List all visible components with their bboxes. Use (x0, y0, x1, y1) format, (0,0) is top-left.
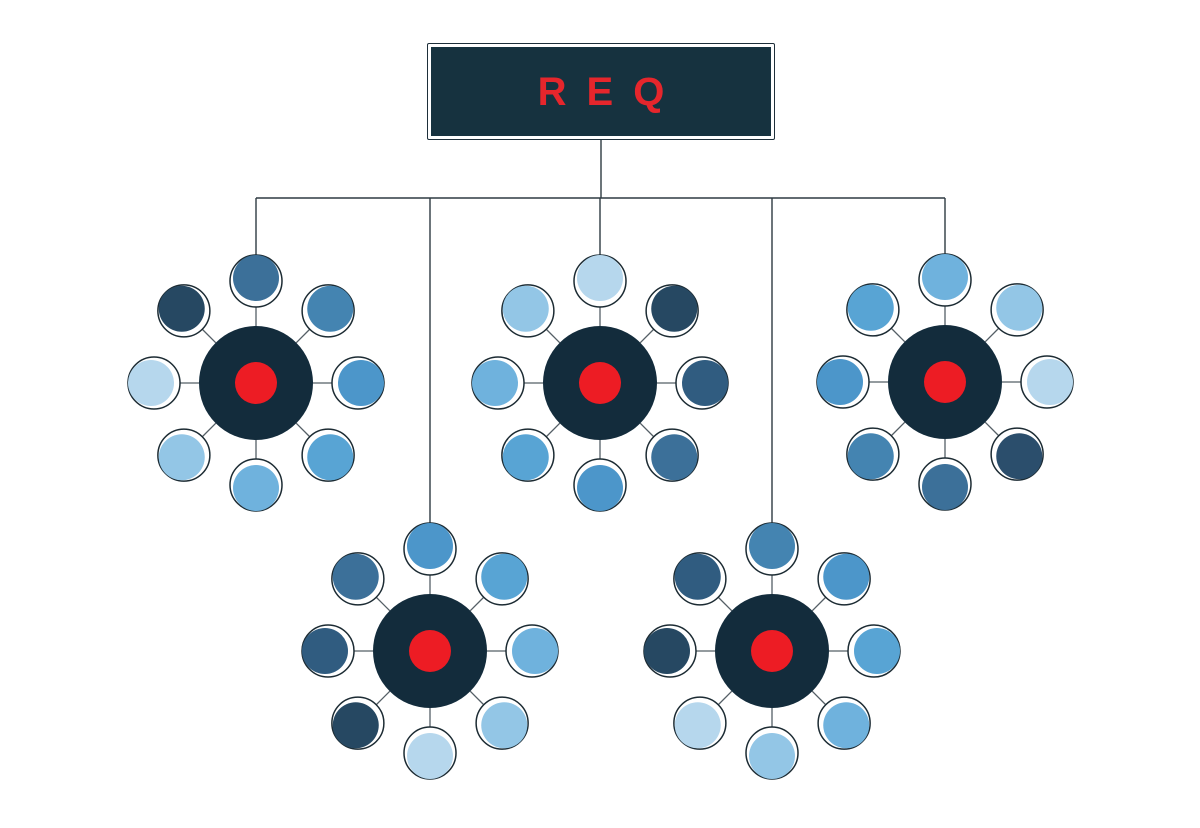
satellite-node (644, 628, 690, 674)
satellite-node (158, 285, 205, 332)
satellite-node (481, 553, 528, 600)
spoke-line (639, 328, 655, 344)
spoke-line (201, 422, 217, 438)
satellite-node (996, 433, 1043, 480)
cluster-5 (643, 522, 901, 780)
tree-connectors (255, 140, 946, 523)
satellite-node (823, 553, 870, 600)
spoke-line (201, 328, 217, 344)
spoke-line (375, 596, 391, 612)
req-root-node: REQ (427, 43, 775, 140)
satellite-node (512, 628, 558, 674)
spoke-line (545, 422, 561, 438)
hub-center-dot (924, 361, 966, 403)
satellite-node (338, 360, 384, 406)
satellite-node (996, 284, 1043, 331)
spoke-line (890, 421, 906, 437)
satellite-node (577, 255, 623, 301)
satellite-node (922, 464, 968, 510)
satellite-node (749, 523, 795, 569)
req-root-label: REQ (537, 69, 685, 114)
satellite-node (407, 523, 453, 569)
spoke-line (295, 422, 311, 438)
satellite-node (307, 285, 354, 332)
spoke-line (890, 327, 906, 343)
spoke-line (639, 422, 655, 438)
cluster-4 (301, 522, 559, 780)
satellite-node (749, 733, 795, 779)
cluster-3 (816, 253, 1074, 511)
cluster-1 (127, 254, 385, 512)
hub-center-dot (235, 362, 277, 404)
satellite-node (1027, 359, 1073, 405)
spoke-line (717, 596, 733, 612)
satellite-node (502, 434, 549, 481)
req-root-node-inner: REQ (431, 47, 771, 136)
satellite-node (233, 465, 279, 511)
satellite-node (651, 434, 698, 481)
spoke-line (984, 421, 1000, 437)
satellite-node (472, 360, 518, 406)
satellite-node (922, 254, 968, 300)
satellite-node (577, 465, 623, 511)
satellite-node (158, 434, 205, 481)
satellite-node (823, 702, 870, 749)
spoke-line (717, 690, 733, 706)
spoke-line (984, 327, 1000, 343)
spoke-line (295, 328, 311, 344)
spoke-line (545, 328, 561, 344)
satellite-node (854, 628, 900, 674)
satellite-node (307, 434, 354, 481)
hub-center-dot (579, 362, 621, 404)
spoke-line (811, 596, 827, 612)
satellite-node (682, 360, 728, 406)
satellite-node (817, 359, 863, 405)
spoke-line (469, 596, 485, 612)
satellite-node (302, 628, 348, 674)
satellite-node (233, 255, 279, 301)
spoke-line (375, 690, 391, 706)
satellite-node (407, 733, 453, 779)
satellite-node (332, 553, 379, 600)
satellite-node (674, 553, 721, 600)
satellite-node (332, 702, 379, 749)
cluster-2 (471, 254, 729, 512)
satellite-node (847, 433, 894, 480)
satellite-node (847, 284, 894, 331)
satellite-node (674, 702, 721, 749)
hub-center-dot (409, 630, 451, 672)
spoke-line (469, 690, 485, 706)
satellite-node (651, 285, 698, 332)
satellite-node (481, 702, 528, 749)
satellite-node (128, 360, 174, 406)
hub-center-dot (751, 630, 793, 672)
satellite-node (502, 285, 549, 332)
spoke-line (811, 690, 827, 706)
